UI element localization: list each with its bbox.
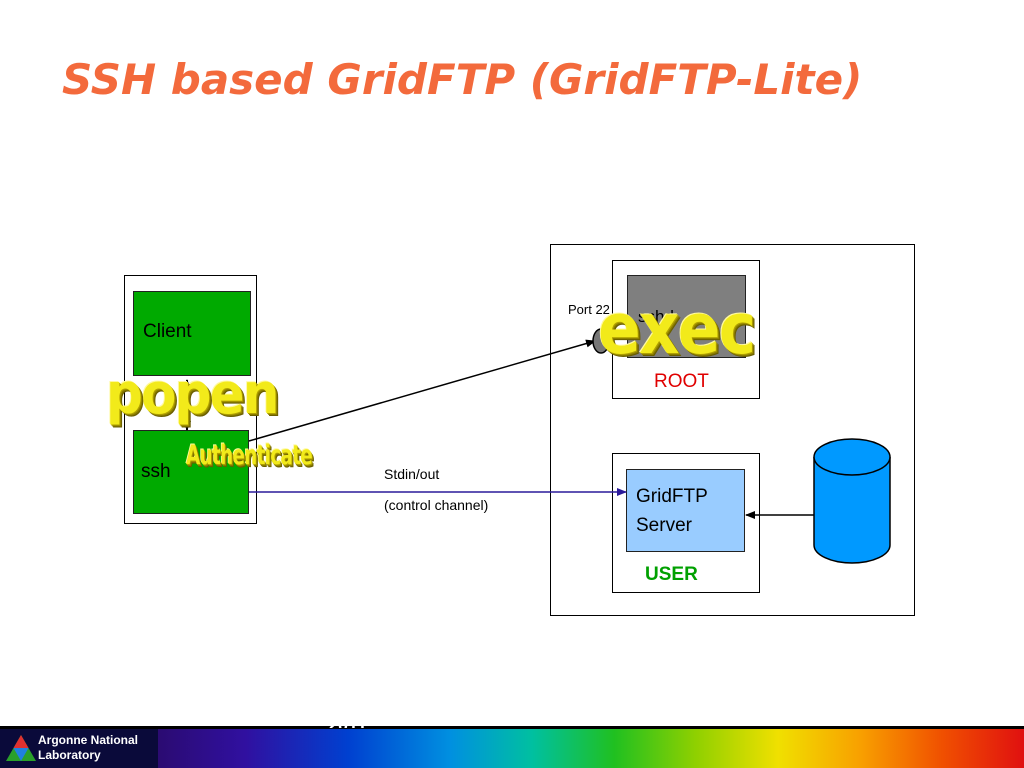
popen-wordart: popen (106, 362, 279, 427)
storage-cylinder (813, 438, 891, 564)
argonne-logo: Argonne National Laboratory (0, 729, 158, 768)
client-label: Client (143, 321, 192, 342)
gridftp-server-label: GridFTP Server (636, 486, 708, 536)
control-channel-label: (control channel) (384, 497, 489, 513)
ssh-to-port-line (248, 339, 596, 442)
footer-year-fragment: 2011 (328, 716, 368, 728)
footer-gradient-bar (0, 726, 1024, 768)
gridftp-server-box (626, 469, 745, 552)
footer-divider (0, 726, 1024, 729)
slide-title: SSH based GridFTP (GridFTP-Lite) (62, 55, 863, 104)
port-circle (592, 328, 610, 354)
ssh-box (133, 430, 249, 514)
root-label: ROOT (654, 371, 709, 392)
sshd-box (627, 275, 746, 358)
org-name-line2: Laboratory (38, 748, 101, 762)
authenticate-wordart: Authenticate (186, 440, 313, 471)
org-name-line1: Argonne National (38, 733, 139, 747)
client-box (133, 291, 251, 376)
port-label: Port 22 (568, 302, 610, 317)
argonne-triangle-icon (6, 735, 36, 761)
sshd-label: sshd (638, 307, 674, 326)
ssh-label: ssh (141, 461, 171, 482)
stdin-out-label: Stdin/out (384, 466, 440, 482)
exec-wordart: exec (598, 288, 756, 370)
user-label: USER (645, 564, 698, 585)
